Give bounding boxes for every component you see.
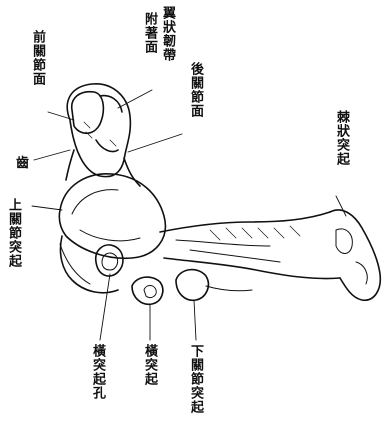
anterior-facet-outline: [72, 92, 104, 134]
label-superior-facet: 上關節突起: [6, 198, 20, 268]
leader-wing-ligament: [118, 90, 152, 108]
label-wing-ligament-col1: 翼狀韌帶: [160, 6, 174, 62]
label-inferior-facet: 下關節突起: [188, 344, 202, 414]
label-wing-ligament-col2: 附著面: [142, 12, 156, 54]
transverse-process-outline: [132, 277, 163, 304]
leader-inferior: [194, 300, 196, 340]
inferior-facet-outline: [176, 270, 208, 301]
label-transverse-process: 橫突起: [142, 344, 156, 386]
leader-spinous: [336, 196, 346, 216]
spinous-process-outline: [330, 210, 380, 300]
leader-dens: [34, 150, 70, 160]
leader-anterior-facet: [48, 112, 74, 120]
label-anterior-facet: 前關節面: [30, 30, 44, 86]
label-posterior-facet: 後關節面: [188, 62, 202, 118]
leader-foramen: [100, 274, 110, 340]
leader-superior: [32, 206, 62, 210]
label-transverse-foramen: 橫突起孔: [90, 344, 104, 400]
label-dens: 齒: [16, 152, 29, 171]
label-spinous-process: 棘狀突起: [334, 110, 348, 166]
transverse-foramen-outline: [96, 245, 123, 276]
leader-posterior-facet: [128, 134, 182, 152]
